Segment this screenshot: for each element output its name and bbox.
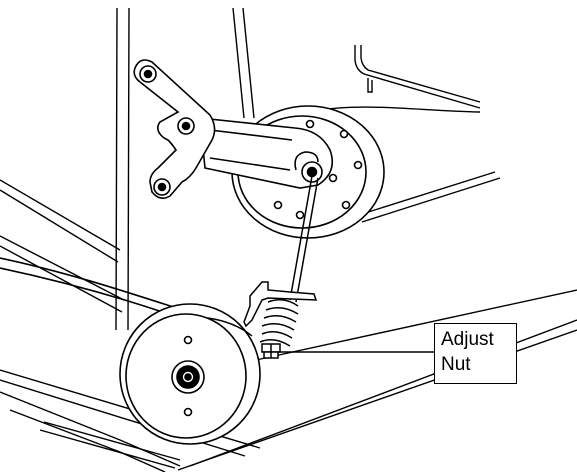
lower-left-rod [39, 421, 181, 469]
pivot-bolt-inner [306, 166, 318, 178]
callout-line-1: Adjust [441, 329, 494, 350]
tension-rod-assembly [243, 175, 319, 359]
arm-body [199, 117, 334, 189]
pulley-hole [339, 129, 349, 139]
adjust-nut-callout: Adjust Nut [434, 323, 517, 384]
callout-line-2: Nut [441, 354, 471, 375]
bracket-hook [354, 45, 481, 109]
plate-bolt [177, 117, 195, 135]
upper-right-bracket [354, 45, 481, 109]
plate-outline [133, 59, 216, 200]
mounting-plate [133, 59, 216, 200]
pulley-hole [353, 160, 363, 170]
bottom-deck-line-1 [0, 391, 181, 467]
plate-bolt [153, 178, 171, 196]
plate-bolt [139, 65, 157, 83]
bottom-right-deck-line-3 [255, 289, 577, 361]
pulley-hole [183, 335, 193, 345]
tensioner-arm [199, 117, 334, 189]
arm-bevel [209, 129, 293, 171]
pulley-hole [183, 407, 193, 417]
tension-spring [259, 299, 299, 347]
bracket-tab [367, 78, 373, 93]
pulley-hole [295, 210, 305, 220]
tension-rod [289, 175, 319, 303]
belt-wrap [207, 317, 253, 337]
left-diagonal-line-1 [0, 179, 121, 263]
left-frame-rail [115, 7, 130, 331]
lower-drive-pulley [119, 303, 261, 445]
pulley-hole [328, 173, 338, 183]
pulley-hole [341, 200, 351, 210]
right-deck-line-upper [361, 177, 501, 223]
right-deck-line-lower [361, 171, 496, 215]
pulley-hole [305, 119, 315, 129]
spring-bracket [243, 281, 318, 328]
frame-lines [0, 7, 577, 472]
adjust-nut [261, 343, 281, 359]
pulley-hub-center [184, 373, 192, 381]
center-rail [232, 7, 255, 119]
left-diagonal-line-2 [0, 235, 125, 313]
pulley-hole [273, 200, 283, 210]
rod-hook [294, 151, 319, 171]
